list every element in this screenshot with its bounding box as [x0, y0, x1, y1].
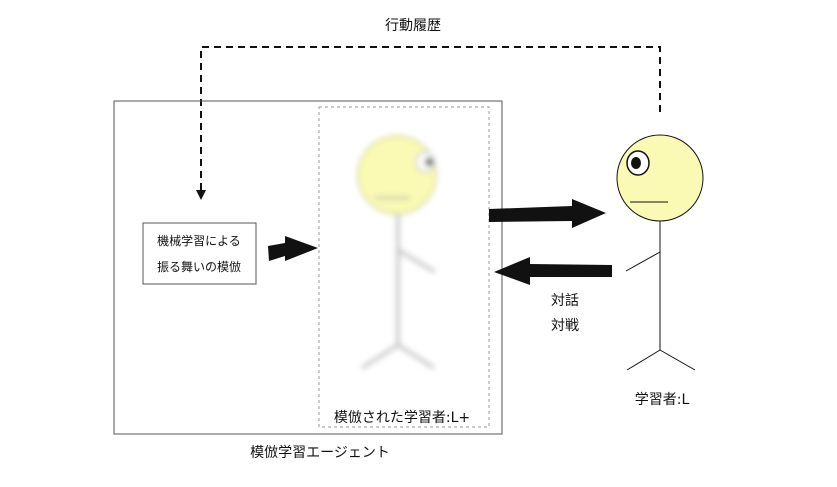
agent-frame: [113, 100, 503, 435]
agent-label: 模倣学習エージェント: [250, 445, 390, 461]
ml-box-line1: 機械学習による: [157, 233, 241, 248]
history-dashed-arrow: [200, 46, 661, 192]
history-arrowhead: [196, 190, 206, 200]
ml-box: [142, 222, 257, 285]
dialogue-label: 対話: [551, 292, 579, 309]
ml-box-line2: 振る舞いの模倣: [157, 259, 241, 274]
history-label: 行動履歴: [385, 18, 441, 34]
imitated-to-learner-arrow: [489, 199, 606, 228]
imitated-learner-label: 模倣された学習者:L+: [334, 410, 470, 426]
imitated-learner-frame: [318, 106, 490, 428]
imitated-learner-figure: [357, 135, 437, 370]
battle-label: 対戦: [551, 318, 579, 334]
ml-to-imitated-arrow: [268, 236, 318, 261]
learner-label: 学習者:L: [635, 392, 690, 408]
learner-figure: [616, 134, 704, 371]
learner-to-imitated-arrow: [494, 257, 612, 285]
